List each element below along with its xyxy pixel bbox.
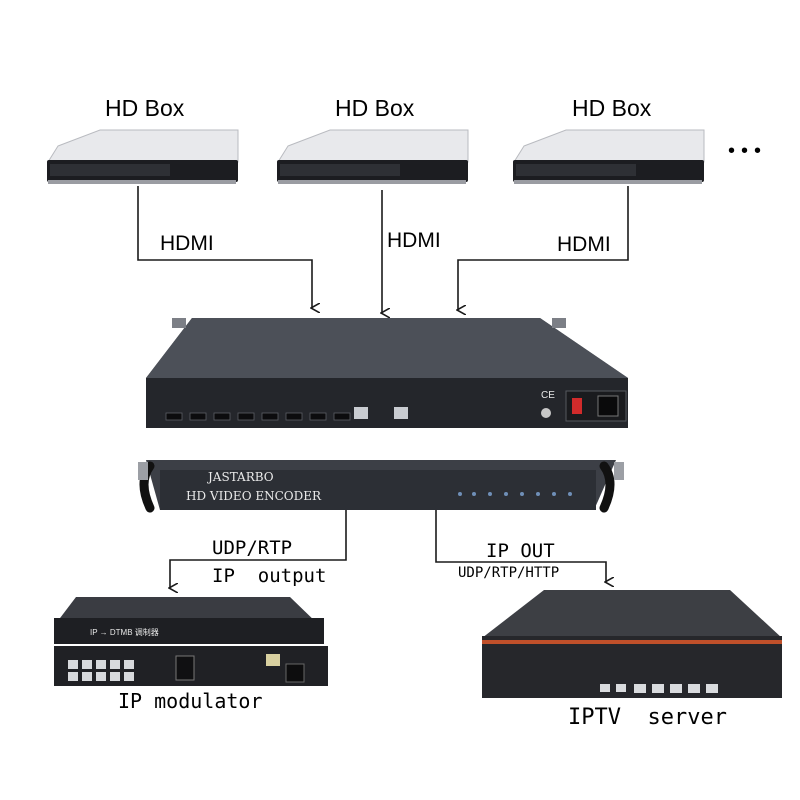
ce-mark: CE	[541, 390, 555, 401]
hd-box-label-2: HD Box	[335, 95, 415, 121]
ip-modulator-label: IP modulator	[118, 689, 263, 713]
hd-box-image-2	[277, 129, 469, 184]
ip-out-line	[435, 510, 606, 582]
ip-out-label: IP OUT	[486, 540, 555, 562]
hd-box-image-1	[47, 129, 239, 184]
hdmi-label-1: HDMI	[160, 232, 214, 255]
hdmi-label-3: HDMI	[557, 233, 611, 256]
hd-box-label-1: HD Box	[105, 95, 185, 121]
encoder-rear-unit: CE	[146, 318, 628, 428]
encoder-brand: JASTARBO	[208, 470, 274, 484]
ip-modulator-panel-text: IP → DTMB 调制器	[90, 627, 159, 637]
udp-rtp-label: UDP/RTP	[212, 537, 293, 559]
udp-rtp-http-label: UDP/RTP/HTTP	[458, 565, 560, 581]
ellipsis-more: •••	[728, 140, 768, 162]
hdmi-line-1	[137, 186, 312, 308]
hdmi-line-3	[458, 186, 629, 310]
ip-output-label: IP output	[212, 565, 327, 587]
encoder-model: HD VIDEO ENCODER	[186, 489, 322, 503]
encoder-front-unit	[138, 460, 624, 513]
hd-box-image-3	[513, 129, 705, 184]
hdmi-label-2: HDMI	[387, 229, 441, 252]
iptv-server-label: IPTV server	[568, 705, 727, 730]
ip-output-line	[170, 510, 347, 588]
hd-box-label-3: HD Box	[572, 95, 652, 121]
